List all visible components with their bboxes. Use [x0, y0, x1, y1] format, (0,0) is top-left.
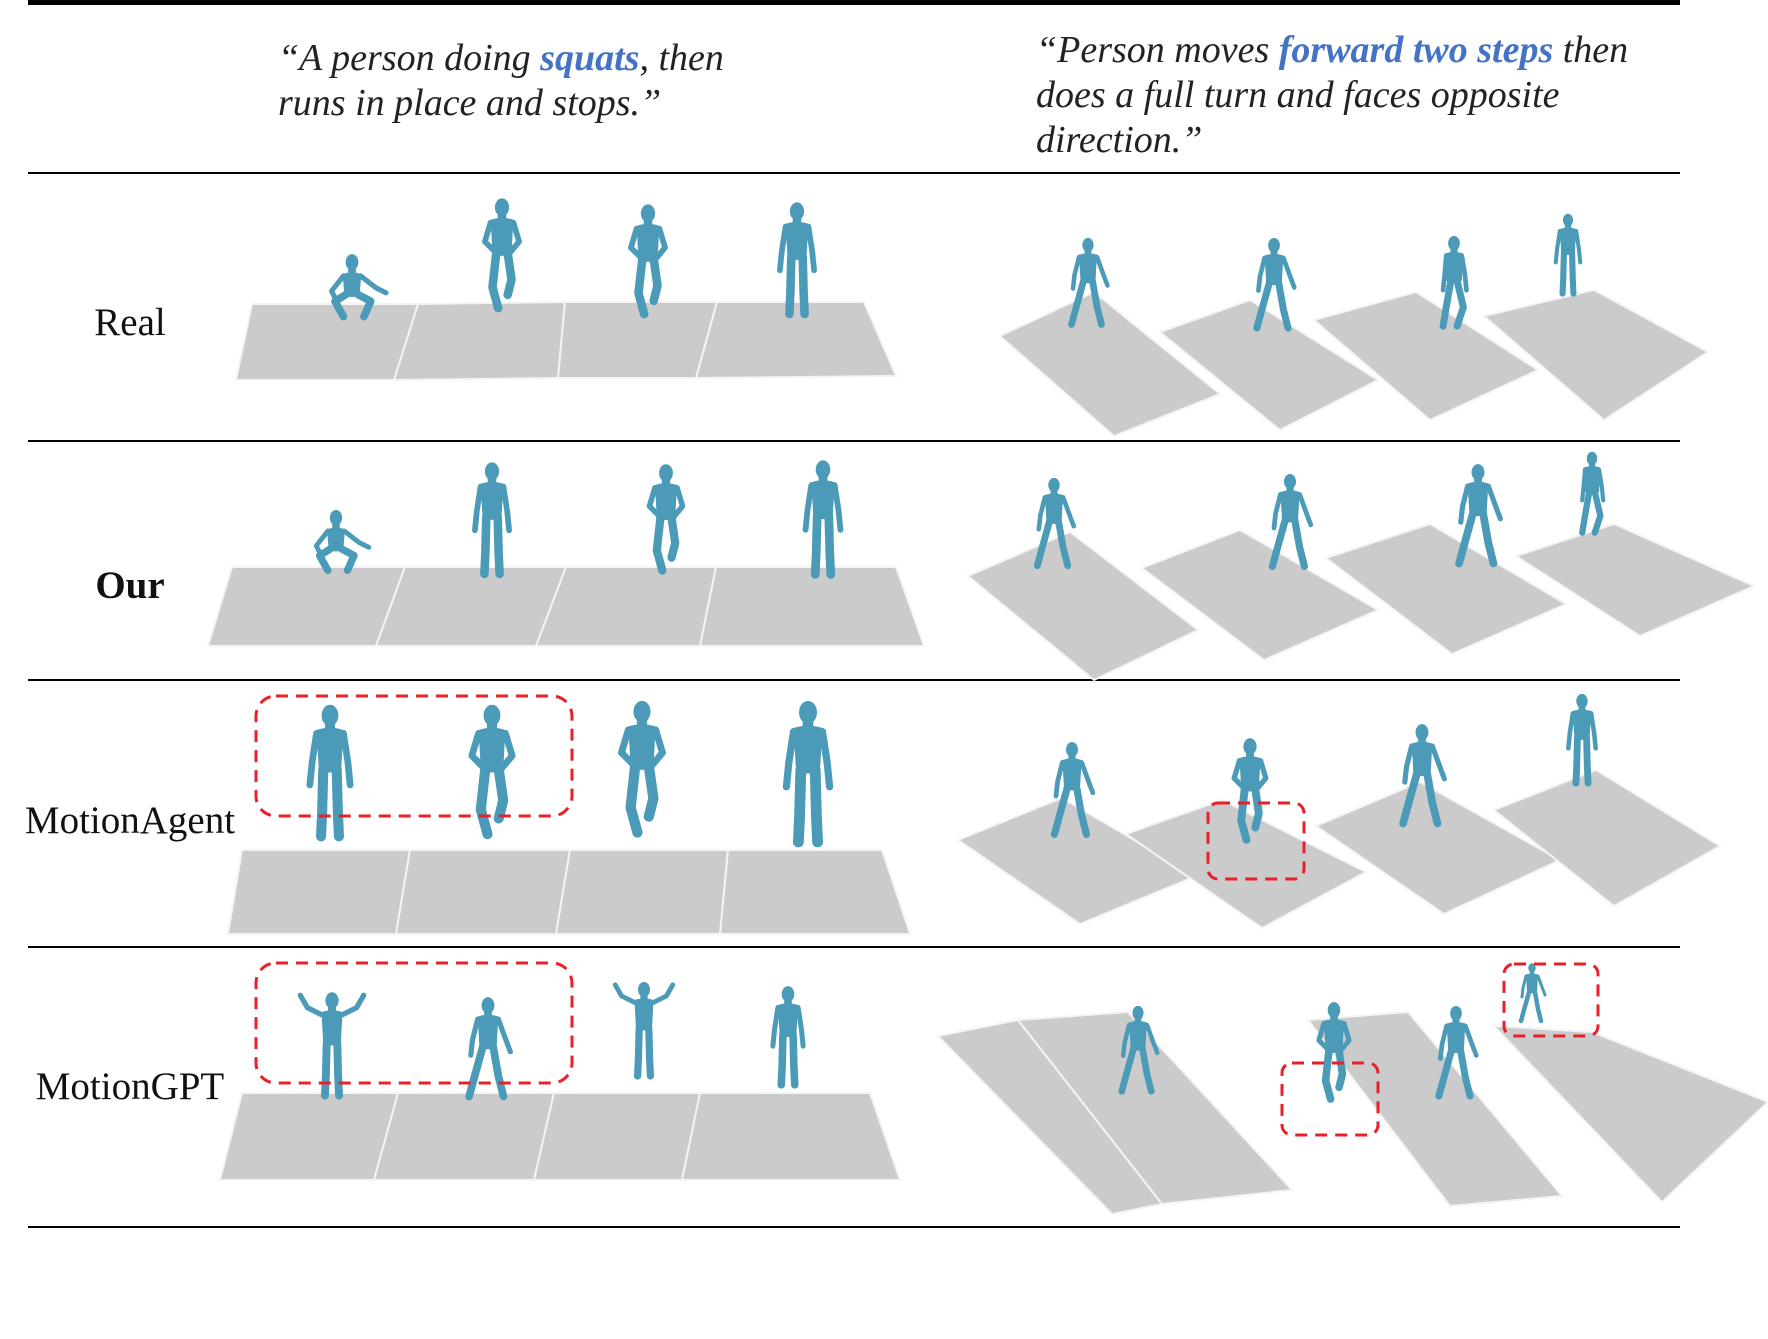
floor-tile — [392, 300, 567, 382]
floor-tile — [1323, 522, 1569, 656]
floor-tile — [218, 1092, 400, 1181]
human-figure — [1579, 451, 1606, 536]
human-figure — [1068, 237, 1110, 328]
error-highlight-box — [1502, 962, 1600, 1038]
floor-tile — [374, 566, 568, 647]
row-label-motionagent: MotionAgent — [24, 799, 236, 842]
floor-tile — [1513, 522, 1757, 638]
row-label-our: Our — [95, 564, 165, 607]
human-figure — [1231, 738, 1269, 844]
floor-tile — [1016, 1010, 1295, 1206]
human-figure — [1439, 235, 1469, 330]
floor-tile — [966, 530, 1200, 682]
human-figure — [313, 510, 372, 575]
human-figure — [1455, 464, 1503, 568]
floor-tile — [694, 301, 898, 380]
caption-right-line-2: does a full turn and faces opposite — [1036, 74, 1560, 116]
error-highlight-box — [1206, 801, 1306, 881]
human-figure — [782, 701, 834, 848]
bottom-rule — [28, 1226, 1680, 1228]
row-rule-1 — [28, 440, 1680, 442]
floor-tile — [1491, 1024, 1768, 1204]
human-figure — [297, 992, 367, 1100]
human-figure — [482, 198, 522, 313]
floor-tile — [1492, 768, 1722, 908]
floor-tile — [1139, 528, 1381, 662]
floor-tile — [206, 566, 407, 647]
human-figure — [1118, 1005, 1160, 1095]
caption-left: “A person doing squats, then runs in pla… — [278, 36, 724, 126]
floor-tile — [1481, 288, 1710, 422]
human-figure — [329, 254, 389, 321]
human-figure — [1316, 1002, 1352, 1103]
row-label-motiongpt: MotionGPT — [35, 1065, 225, 1108]
human-figure — [802, 460, 844, 579]
floor-tile — [1306, 1010, 1564, 1208]
human-figure — [1399, 724, 1447, 828]
human-figure — [472, 462, 512, 579]
caption-right-line-1: “Person moves forward two steps then — [1036, 29, 1629, 71]
floor-tile — [234, 303, 420, 381]
human-figure — [1050, 742, 1096, 839]
caption-right: “Person moves forward two steps then doe… — [1036, 28, 1628, 163]
floor-tile — [1157, 298, 1381, 432]
caption-right-highlight: forward two steps — [1278, 29, 1554, 71]
error-highlight-box — [254, 961, 574, 1085]
floor-tile — [1123, 798, 1369, 930]
human-figure — [465, 997, 513, 1101]
human-figure — [618, 700, 666, 838]
human-figure — [1566, 693, 1598, 787]
human-figure — [628, 204, 668, 319]
row-rule-2 — [28, 679, 1680, 681]
human-figure — [770, 986, 806, 1089]
row-label-real: Real — [94, 301, 166, 344]
floor-tile — [554, 849, 730, 935]
caption-left-line-1: “A person doing squats, then — [278, 37, 724, 79]
floor-tile — [534, 566, 718, 647]
human-figure — [1033, 477, 1077, 570]
floor-tile — [698, 566, 926, 647]
human-figure — [468, 704, 516, 840]
floor-tile — [680, 1092, 902, 1181]
header-rule — [28, 172, 1680, 174]
floor-tile — [532, 1092, 702, 1181]
human-figure — [1435, 1005, 1479, 1100]
top-thick-rule — [28, 0, 1680, 5]
floor-tile — [1311, 290, 1541, 422]
human-figure — [612, 982, 676, 1080]
floor-tile — [718, 849, 912, 935]
floor-tile — [372, 1092, 556, 1181]
human-figure — [306, 704, 354, 842]
human-figure — [1253, 237, 1297, 332]
human-figure — [1518, 963, 1547, 1024]
human-figure — [777, 202, 817, 319]
human-figure — [1268, 474, 1314, 571]
caption-left-highlight: squats — [540, 37, 640, 79]
floor-tile — [226, 849, 412, 935]
row-rule-3 — [28, 946, 1680, 948]
floor-tile — [394, 849, 572, 935]
floor-tile — [955, 796, 1199, 926]
human-figure — [1553, 213, 1583, 297]
error-highlight-box — [254, 694, 574, 818]
floor-tile — [556, 301, 719, 379]
human-figure — [646, 464, 686, 575]
caption-right-line-3: direction.” — [1036, 119, 1203, 161]
floor-tile — [998, 290, 1222, 438]
caption-left-line-2: runs in place and stops.” — [278, 82, 662, 124]
